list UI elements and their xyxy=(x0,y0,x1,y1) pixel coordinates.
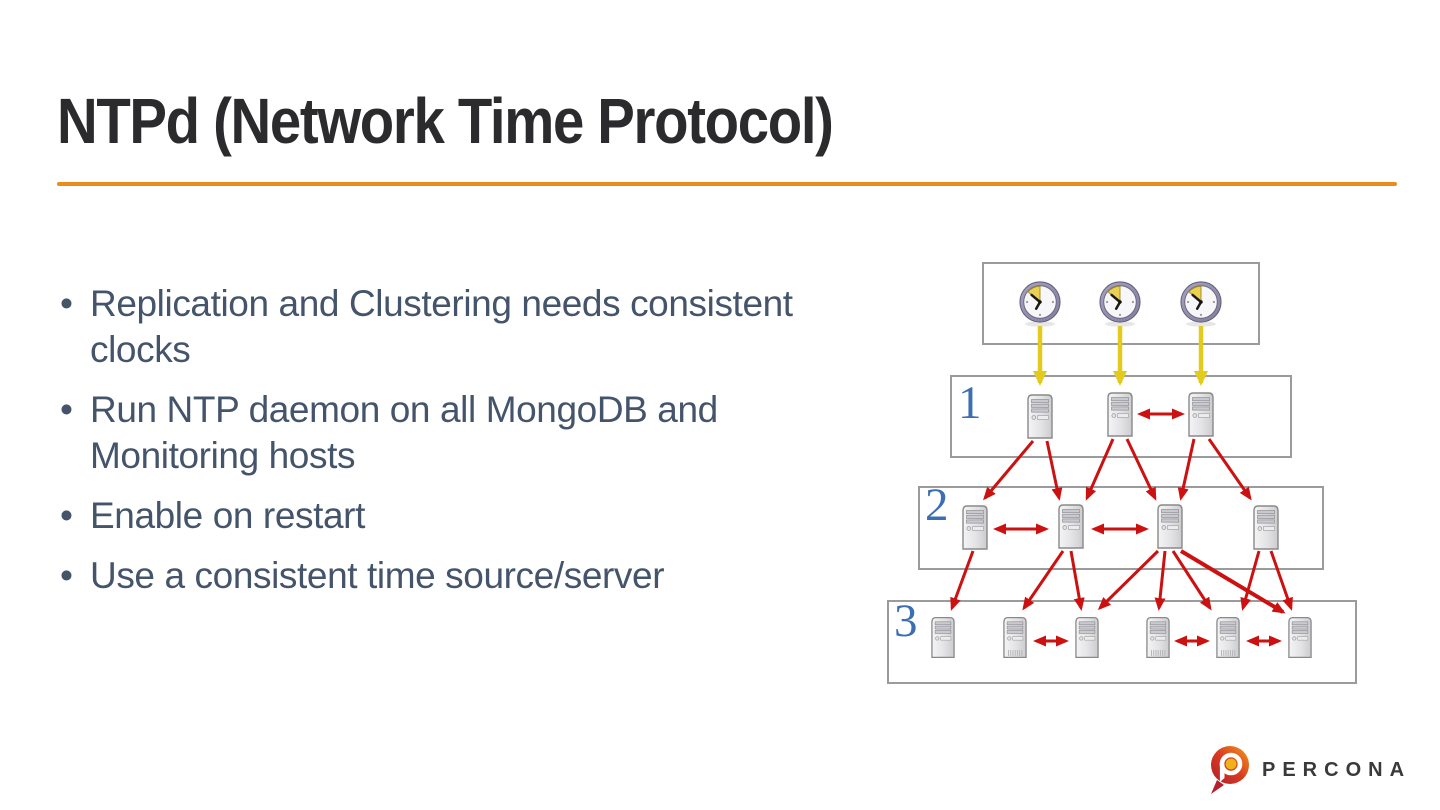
stratum-3-box: 3 xyxy=(887,595,1357,684)
server-icon xyxy=(1058,504,1084,549)
server-icon xyxy=(962,505,988,550)
bullet-text: Enable on restart xyxy=(90,495,365,536)
percona-logo: PERCONA xyxy=(1208,745,1408,797)
sync-arrow xyxy=(1022,550,1065,611)
bullet-item: Run NTP daemon on all MongoDB and Monito… xyxy=(56,387,916,479)
server-icon xyxy=(1146,616,1170,659)
percona-wordmark: PERCONA xyxy=(1262,759,1412,781)
sync-arrow xyxy=(1171,550,1212,611)
sync-arrow xyxy=(1179,549,1286,614)
bullet-item: Replication and Clustering needs consist… xyxy=(56,281,916,373)
server-icon xyxy=(1003,616,1027,659)
server-icon xyxy=(1188,392,1214,437)
sync-arrow xyxy=(1154,550,1167,611)
bullet-item: Enable on restart xyxy=(56,493,916,539)
bullet-list: Replication and Clustering needs consist… xyxy=(56,281,916,613)
sync-arrow xyxy=(983,440,1035,501)
clock-icon xyxy=(1179,280,1223,324)
server-icon xyxy=(1253,505,1279,550)
server-icon xyxy=(1288,616,1312,659)
server-icon xyxy=(1107,392,1133,437)
stratum-2-label: 2 xyxy=(925,479,949,531)
sync-arrow xyxy=(1085,438,1115,501)
bullet-text: Monitoring hosts xyxy=(90,435,356,476)
clock-sync-arrows xyxy=(1033,326,1208,386)
sync-arrow xyxy=(1045,440,1063,501)
stratum-1-label: 1 xyxy=(958,377,982,429)
bullet-text: clocks xyxy=(90,329,191,370)
title-divider xyxy=(57,182,1397,186)
bullet-item: Use a consistent time source/server xyxy=(56,553,916,599)
sync-arrow xyxy=(950,550,975,611)
clock-icon xyxy=(1018,280,1062,324)
bullet-text: Run NTP daemon on all MongoDB and xyxy=(90,389,718,430)
server-icon xyxy=(1075,616,1099,659)
percona-logo-icon xyxy=(1211,746,1249,794)
sync-arrow xyxy=(1269,550,1293,611)
sync-arrow xyxy=(1240,550,1261,611)
clock-shadow xyxy=(1105,321,1135,327)
stratum-1-to-2-arrows xyxy=(983,438,1252,501)
clock-shadow xyxy=(1186,321,1216,327)
server-icon xyxy=(1157,504,1183,549)
server-icon xyxy=(1027,394,1053,439)
sync-arrow xyxy=(1177,438,1196,501)
sync-arrow xyxy=(1125,438,1157,501)
stratum-2-to-3-arrows xyxy=(950,549,1293,614)
server-icon xyxy=(1216,616,1240,659)
slide-title: NTPd (Network Time Protocol) xyxy=(57,85,834,157)
sync-arrow xyxy=(1097,549,1160,611)
stratum-2-box: 2 xyxy=(918,479,1324,570)
stratum-3-frame xyxy=(887,600,1357,684)
bullet-text: Replication and Clustering needs consist… xyxy=(90,283,793,324)
sync-arrow xyxy=(1069,550,1085,611)
sync-arrow xyxy=(1207,438,1252,501)
stratum-3-label: 3 xyxy=(894,595,918,647)
server-icon xyxy=(931,616,955,659)
bullet-text: Use a consistent time source/server xyxy=(90,555,665,596)
stratum-1-box: 1 xyxy=(950,375,1292,458)
peer-sync-arrows xyxy=(993,408,1282,647)
clock-icon xyxy=(1098,280,1142,324)
clock-shadow xyxy=(1025,321,1055,327)
